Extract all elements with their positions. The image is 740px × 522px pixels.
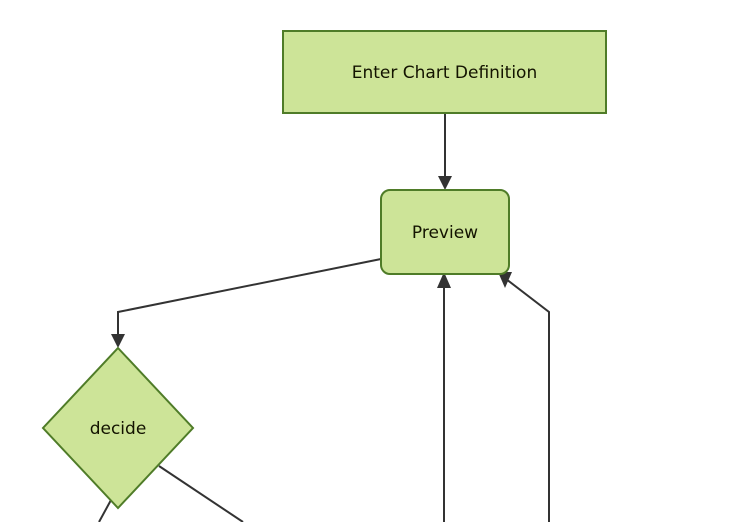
node-preview-label: Preview bbox=[412, 223, 478, 243]
node-enter-shape[interactable] bbox=[282, 30, 607, 114]
edge-line bbox=[505, 278, 550, 522]
node-decide[interactable]: decide bbox=[41, 346, 195, 510]
node-enter-chart-definition[interactable]: Enter Chart Definition bbox=[282, 30, 607, 114]
node-decide-label: decide bbox=[90, 419, 147, 439]
node-decide-shape[interactable] bbox=[41, 346, 195, 510]
node-preview-shape[interactable] bbox=[380, 189, 510, 275]
edge-return-elbow-to-preview bbox=[498, 272, 550, 522]
edge-decide-out-left bbox=[98, 499, 112, 522]
edge-line bbox=[158, 465, 244, 522]
arrowhead-down-icon bbox=[111, 334, 125, 348]
arrowhead-up-left-icon bbox=[498, 272, 512, 288]
edge-decide-out-right bbox=[158, 465, 244, 522]
node-enter-label: Enter Chart Definition bbox=[352, 63, 537, 83]
arrowhead-up-icon bbox=[437, 272, 451, 288]
edge-return-straight-to-preview bbox=[437, 272, 451, 522]
arrowhead-down-icon bbox=[438, 176, 452, 190]
edge-line bbox=[98, 499, 112, 522]
edge-layer bbox=[98, 113, 550, 522]
edge-line bbox=[117, 258, 382, 341]
edge-enter-to-preview bbox=[438, 113, 452, 190]
node-preview[interactable]: Preview bbox=[380, 189, 510, 275]
node-layer: Enter Chart Definition Preview decide bbox=[41, 30, 607, 510]
edge-preview-to-decide bbox=[111, 258, 382, 348]
